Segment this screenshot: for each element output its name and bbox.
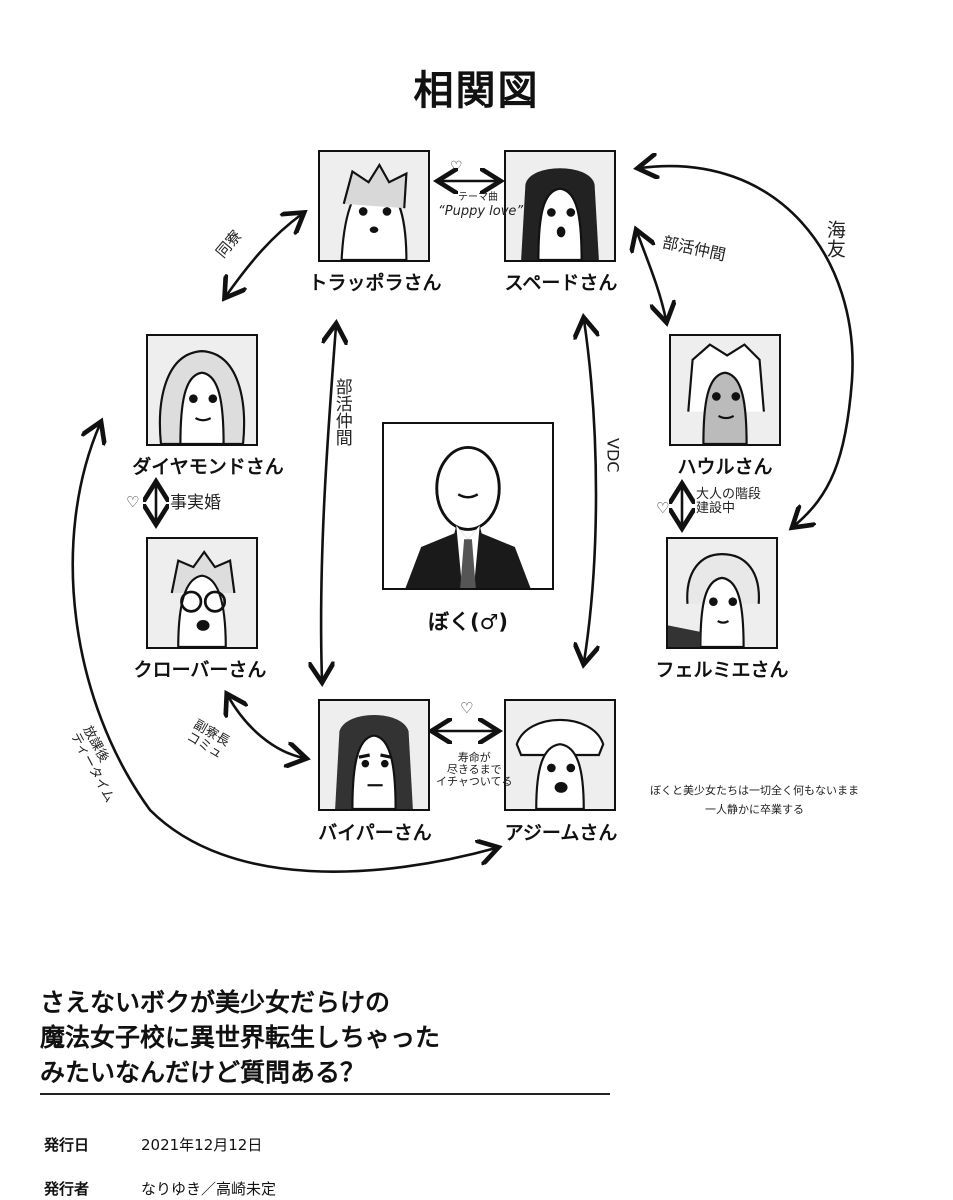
label-club-friend-top: 部活仲間 (660, 232, 728, 265)
label-coworker: 同寮 (212, 226, 246, 262)
label-sea-friend: 海友 (823, 220, 846, 258)
portrait-viper (318, 699, 430, 811)
publisher-label: 発行者 (44, 1180, 90, 1198)
name-trappola: トラッポラさん (308, 272, 442, 294)
portrait-asim (504, 699, 616, 811)
name-asim: アジームさん (504, 822, 618, 844)
name-fermier: フェルミエさん (655, 659, 789, 681)
name-spade: スペードさん (504, 272, 618, 294)
portrait-clover (146, 537, 258, 649)
divider (40, 1093, 610, 1095)
heart-howl-fermier: ♡ (656, 499, 670, 517)
book-title-line1: さえないボクが美少女だらけの (40, 988, 391, 1017)
portrait-diamond (146, 334, 258, 446)
heart-viper-asim: ♡ (460, 699, 474, 717)
name-diamond: ダイヤモンドさん (132, 456, 284, 478)
portrait-fermier (666, 537, 778, 649)
label-me-note: ぼくと美少女たちは一切全く何もないまま 一人静かに卒業する (650, 784, 859, 816)
page-title: 相関図 (413, 68, 540, 114)
publish-date-label: 発行日 (44, 1136, 90, 1154)
label-vice-dorm-leader: 副寮長 コミュ (183, 717, 233, 763)
heart-diamond-clover: ♡ (126, 493, 140, 511)
publish-date-value: 2021年12月12日 (141, 1136, 263, 1154)
label-theme-song-prefix: テーマ曲 (458, 192, 498, 203)
label-vdc: VDC (603, 438, 623, 473)
label-common-law-marriage: 事実婚 (170, 493, 221, 513)
name-howl: ハウルさん (677, 456, 773, 478)
book-title-line3: みたいなんだけど質問ある？ (40, 1058, 366, 1087)
label-theme-song: “Puppy love” (438, 204, 524, 219)
heart-trappola-spade: ♡ (450, 159, 463, 175)
label-club-friend-left: 部活仲間 (331, 378, 352, 446)
name-viper: バイパーさん (318, 822, 432, 844)
book-title: さえないボクが美少女だらけの 魔法女子校に異世界転生しちゃった みたいなんだけど… (40, 985, 440, 1090)
publish-date-row: 発行日 2021年12月12日 (44, 1134, 262, 1155)
name-clover: クローバーさん (133, 659, 267, 681)
arrow-spade-asim (584, 320, 596, 662)
portrait-spade (504, 150, 616, 262)
publisher-row: 発行者 なりゆき／高崎未定 (44, 1178, 276, 1199)
publisher-value: なりゆき／高崎未定 (141, 1180, 277, 1198)
book-title-line2: 魔法女子校に異世界転生しちゃった (40, 1023, 441, 1052)
portrait-me (382, 422, 554, 590)
label-till-death: 寿命が 尽きるまで イチャついてる (436, 751, 513, 789)
portrait-howl (669, 334, 781, 446)
portrait-trappola (318, 150, 430, 262)
label-after-school: 放課後 ティータイム (67, 723, 117, 806)
label-adult-stairs: 大人の階段 建設中 (696, 487, 762, 517)
name-me: ぼく(♂) (427, 610, 509, 634)
arrow-clover-viper (228, 696, 304, 758)
